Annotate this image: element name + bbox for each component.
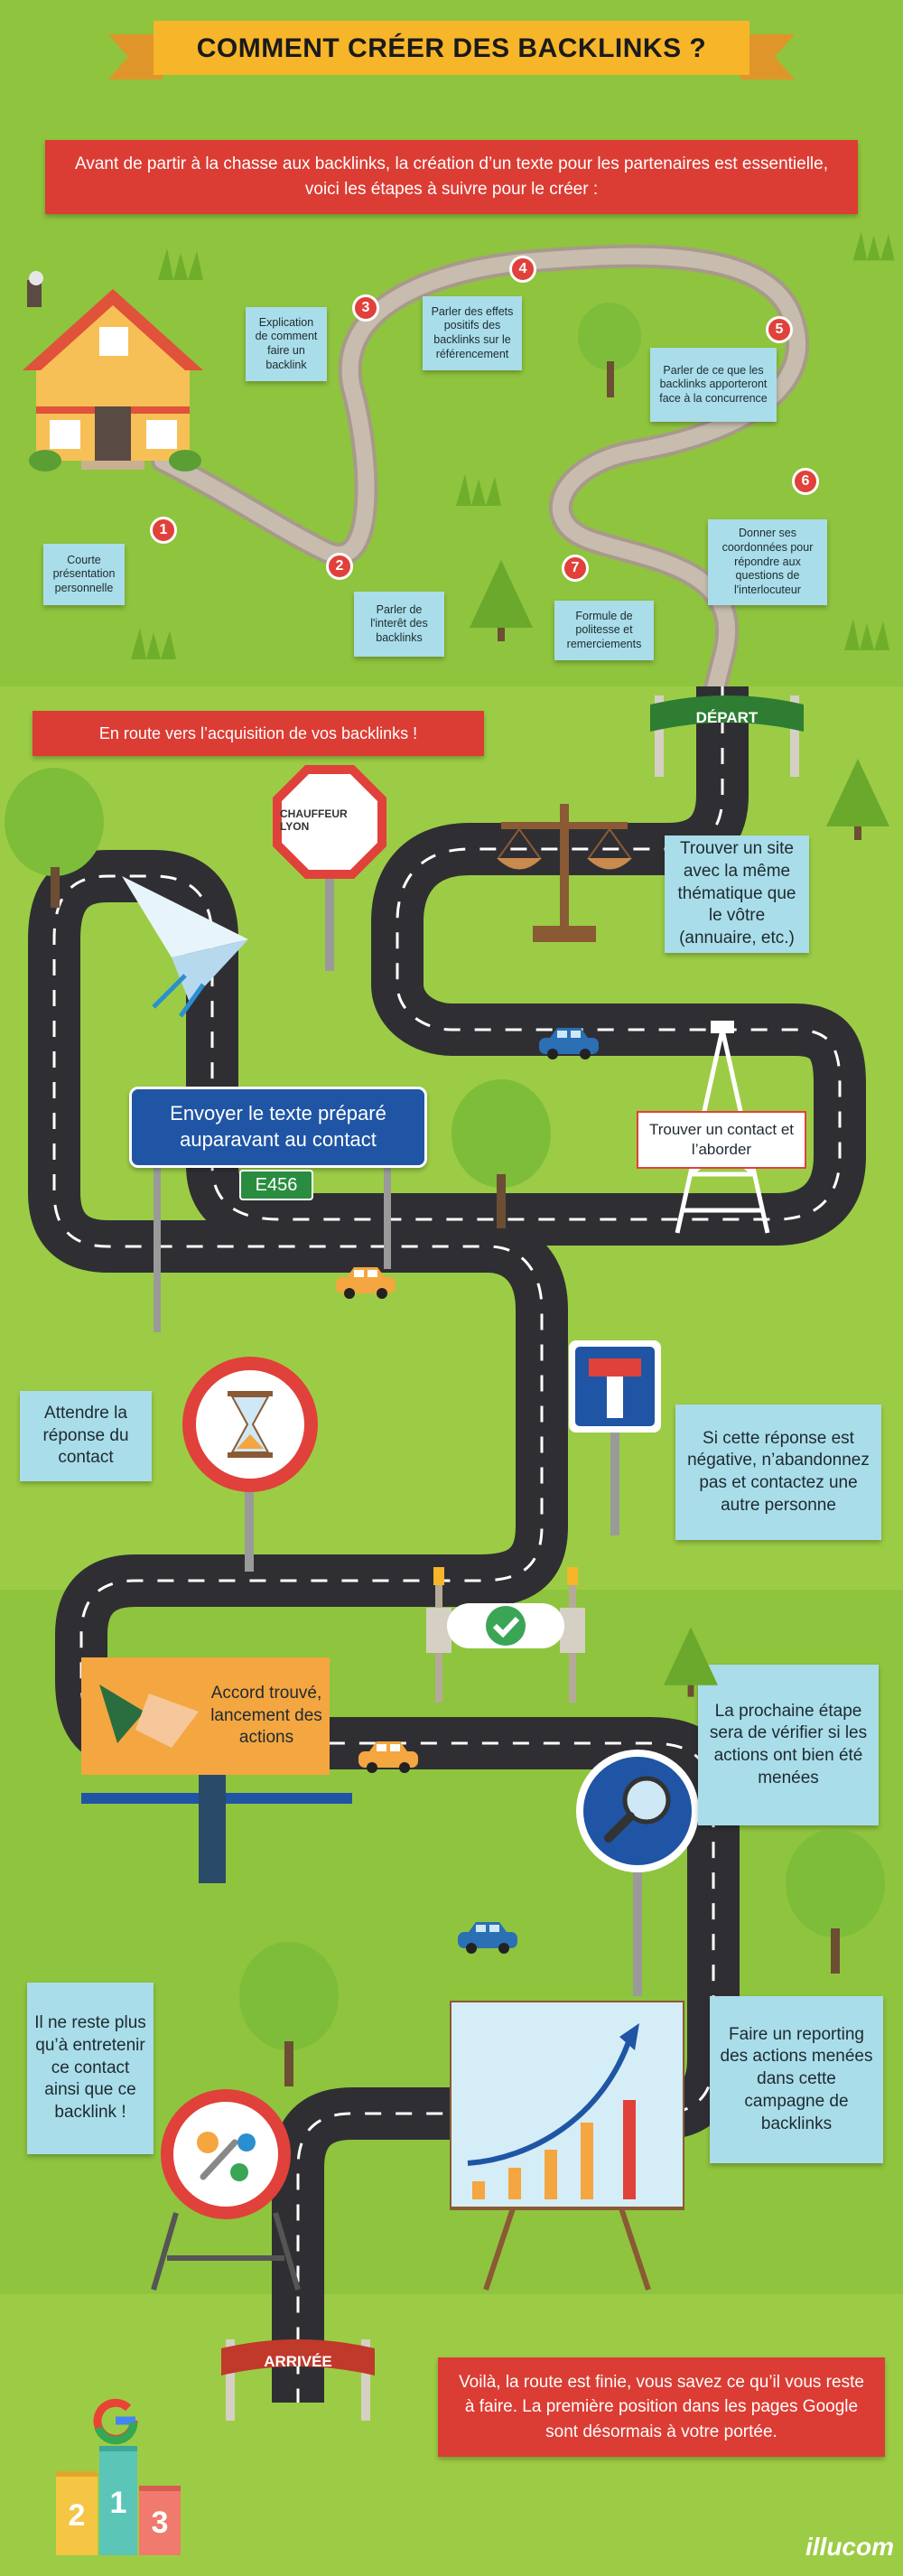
road-code-badge: E456 xyxy=(239,1170,313,1200)
sign-envoyer: Envoyer le texte préparé auparavant au c… xyxy=(129,1087,427,1168)
step-note-1: Courte présentation personnelle xyxy=(43,544,125,605)
depart-label: DÉPART xyxy=(695,709,759,726)
step-note-4: Parler des effets positifs des backlinks… xyxy=(423,296,522,370)
title-ribbon xyxy=(108,21,795,79)
step-marker-4: 4 xyxy=(509,256,536,283)
tree-trunk xyxy=(831,1928,840,1974)
tree-icon xyxy=(786,1829,885,1937)
step-marker-2: 2 xyxy=(326,553,353,580)
route-banner: En route vers l’acquisition de vos backl… xyxy=(33,711,484,756)
sign-post xyxy=(154,1161,161,1332)
steps-path xyxy=(151,244,809,695)
note-accord: Accord trouvé, lancement des actions xyxy=(210,1683,322,1748)
step-marker-6: 6 xyxy=(792,468,819,495)
note-attendre: Attendre la réponse du contact xyxy=(20,1391,152,1481)
growth-chart-easel-icon xyxy=(450,2001,684,2291)
arrivee-arch xyxy=(221,2339,375,2421)
dead-end-sign-icon xyxy=(569,1340,661,1433)
gears-sign-icon xyxy=(151,2089,301,2291)
pine-tree-icon xyxy=(826,759,889,840)
road xyxy=(28,686,866,2403)
podium-second: 2 xyxy=(56,2471,98,2555)
logo-sign-text: CHAUFFEUR LYON xyxy=(280,807,348,833)
paper-plane-icon xyxy=(122,876,248,1018)
step-note-6: Donner ses coordonnées pour répondre aux… xyxy=(708,519,827,605)
brand-logo: illucom xyxy=(805,2533,894,2561)
tree-trunk xyxy=(497,1174,506,1228)
page-title: COMMENT CRÉER DES BACKLINKS ? xyxy=(196,33,707,63)
step-marker-7: 7 xyxy=(562,555,589,582)
note-reporting: Faire un reporting des actions menées da… xyxy=(710,1996,883,2163)
tree-trunk xyxy=(607,361,614,397)
car-icon xyxy=(358,1741,418,1773)
grass-icon xyxy=(456,474,501,506)
magnifier-sign-icon xyxy=(576,1750,699,1872)
tree-trunk xyxy=(284,2041,293,2086)
step-note-5: Parler de ce que les backlinks apportero… xyxy=(650,348,777,422)
sign-post xyxy=(384,1161,391,1269)
house-icon xyxy=(23,271,203,471)
note-verifier: La prochaine étape sera de vérifier si l… xyxy=(698,1665,879,1825)
tree-trunk xyxy=(51,867,60,908)
podium-first: 1 xyxy=(99,2446,137,2555)
note-trouver-contact: Trouver un contact et l’aborder xyxy=(637,1111,806,1169)
grass-icon xyxy=(852,231,895,261)
intro-text: Avant de partir à la chasse aux backlink… xyxy=(45,140,858,214)
conclusion-text: Voilà, la route est finie, vous savez ce… xyxy=(438,2357,885,2457)
google-logo-icon xyxy=(93,2398,138,2445)
step-note-2: Parler de l'interêt des backlinks xyxy=(354,592,444,657)
sign-post xyxy=(633,1861,642,1996)
tree-icon xyxy=(5,768,104,876)
arrivee-label: ARRIVÉE xyxy=(264,2353,332,2370)
note-trouver-site: Trouver un site avec la même thématique … xyxy=(665,835,809,953)
step-note-3: Explication de comment faire un backlink xyxy=(246,307,327,381)
car-icon xyxy=(336,1267,396,1299)
billboard-icon xyxy=(81,1657,352,1883)
step-marker-1: 1 xyxy=(150,517,177,544)
sign-post xyxy=(610,1427,619,1535)
check-gate-icon xyxy=(426,1567,585,1703)
hourglass-sign-icon xyxy=(182,1357,318,1492)
pine-tree-icon xyxy=(470,560,533,641)
scales-icon xyxy=(497,804,632,942)
grass-icon xyxy=(158,248,203,280)
tree-icon xyxy=(239,1942,339,2050)
step-marker-5: 5 xyxy=(766,316,793,343)
sign-post xyxy=(245,1463,254,1572)
pine-tree-icon xyxy=(664,1627,718,1697)
car-icon xyxy=(539,1028,599,1059)
step-note-7: Formule de politesse et remerciements xyxy=(554,601,654,660)
depart-arch xyxy=(650,695,804,777)
logo-sign xyxy=(273,765,386,971)
step-marker-3: 3 xyxy=(352,294,379,322)
tree-icon xyxy=(452,1079,551,1188)
tree-icon xyxy=(578,303,641,370)
car-icon xyxy=(458,1922,517,1954)
grass-icon xyxy=(131,628,176,659)
grass-icon xyxy=(844,619,889,650)
note-negative: Si cette réponse est négative, n’abandon… xyxy=(675,1405,881,1540)
note-entretenir: Il ne reste plus qu’à entretenir ce cont… xyxy=(27,1983,154,2154)
podium-third: 3 xyxy=(139,2486,181,2555)
